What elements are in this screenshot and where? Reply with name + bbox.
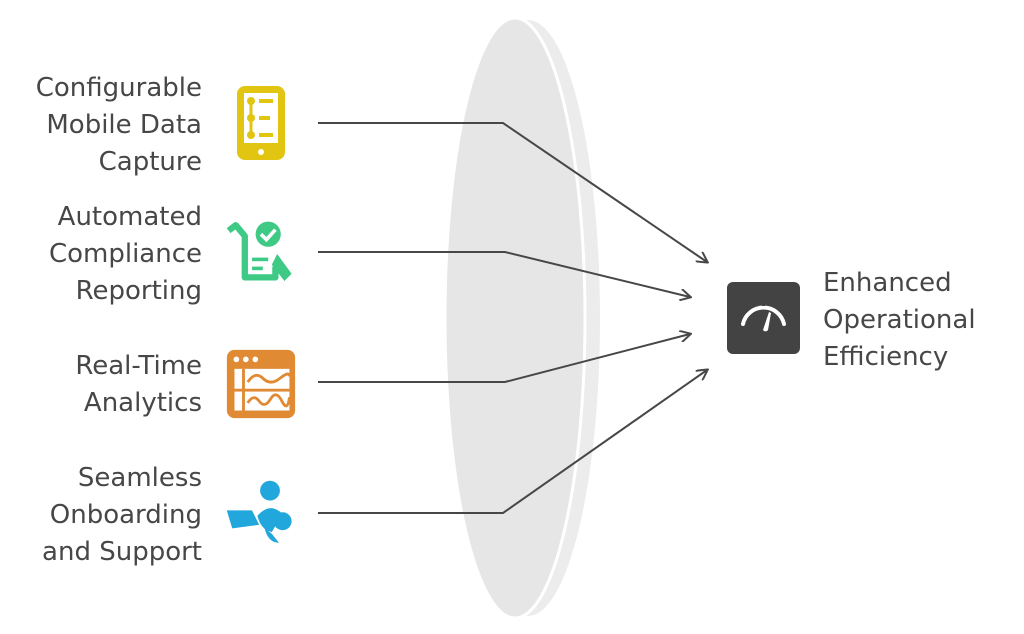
input-label-4: Seamless Onboarding and Support bbox=[42, 460, 202, 571]
arrow-4 bbox=[318, 370, 707, 514]
label-line: Onboarding bbox=[49, 500, 202, 530]
label-line: Seamless bbox=[77, 463, 202, 493]
label-line: Operational bbox=[823, 305, 976, 335]
label-line: Capture bbox=[98, 147, 202, 177]
label-line: Automated bbox=[57, 202, 202, 232]
label-line: Analytics bbox=[83, 388, 202, 418]
input-label-2: Automated Compliance Reporting bbox=[49, 199, 202, 310]
arrow-1 bbox=[318, 122, 707, 262]
input-label-3: Real-Time Analytics bbox=[75, 348, 202, 422]
output-label: Enhanced Operational Efficiency bbox=[823, 265, 976, 376]
label-line: Reporting bbox=[75, 276, 202, 306]
label-line: Enhanced bbox=[823, 268, 952, 298]
label-line: Mobile Data bbox=[46, 110, 202, 140]
label-line: Efficiency bbox=[823, 342, 949, 372]
input-label-1: Configurable Mobile Data Capture bbox=[36, 70, 202, 181]
onboarding-support-icon bbox=[226, 480, 292, 543]
speedometer-icon bbox=[727, 282, 800, 354]
label-line: and Support bbox=[42, 537, 202, 567]
label-line: Compliance bbox=[48, 239, 202, 269]
arrow-2 bbox=[318, 251, 690, 297]
analytics-window-icon bbox=[226, 349, 296, 419]
mobile-form-icon bbox=[237, 86, 285, 160]
arrow-3 bbox=[318, 334, 690, 383]
label-line: Configurable bbox=[35, 73, 202, 103]
label-line: Real-Time bbox=[75, 351, 202, 381]
compliance-report-icon bbox=[226, 221, 292, 281]
lens bbox=[443, 16, 587, 620]
